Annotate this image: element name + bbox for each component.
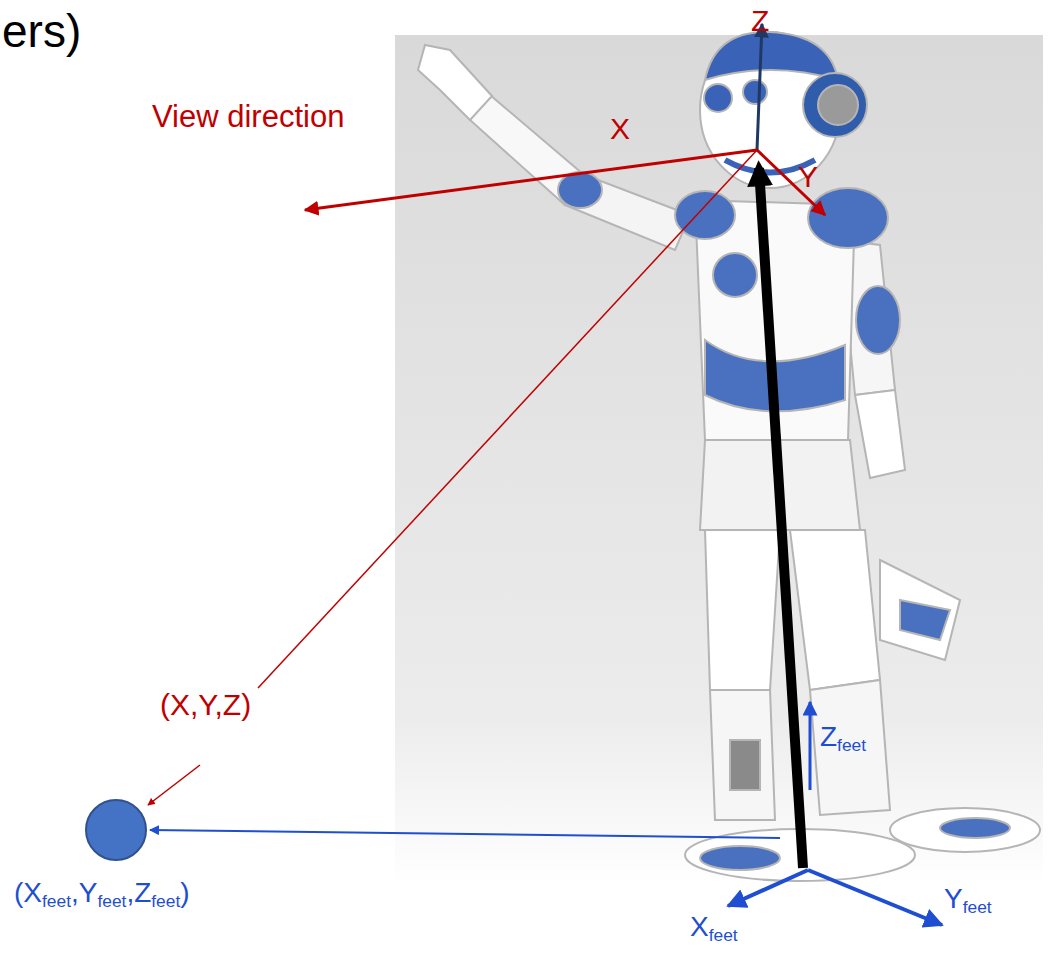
feet-z-axis (809, 702, 812, 790)
coordinate-label: (Xfeet,Yfeet,Zfeet) (14, 878, 190, 909)
axis-label: Zfeet (820, 722, 866, 753)
axis-label: Yfeet (944, 884, 992, 915)
head-x-axis (305, 150, 757, 210)
axis-label: Xfeet (690, 912, 738, 943)
coordinate-frames (148, 24, 942, 925)
axis-label: Z (751, 4, 769, 37)
coordinate-label: (X,Y,Z) (160, 688, 251, 721)
axis-label: X (610, 112, 630, 145)
feet-to-ball-vector (150, 830, 780, 838)
target-ball (86, 800, 146, 860)
offset-vector (759, 168, 803, 868)
leader-line (148, 765, 200, 805)
feet-x-axis (728, 870, 808, 906)
slide-title: ers) (2, 6, 81, 57)
head-z-axis (757, 24, 762, 150)
robot (418, 32, 1040, 881)
feet-y-axis (808, 870, 942, 925)
caption-label: View direction (152, 100, 344, 134)
axis-label: Y (798, 160, 818, 193)
head-y-axis (757, 150, 825, 215)
view-ray (258, 150, 757, 688)
